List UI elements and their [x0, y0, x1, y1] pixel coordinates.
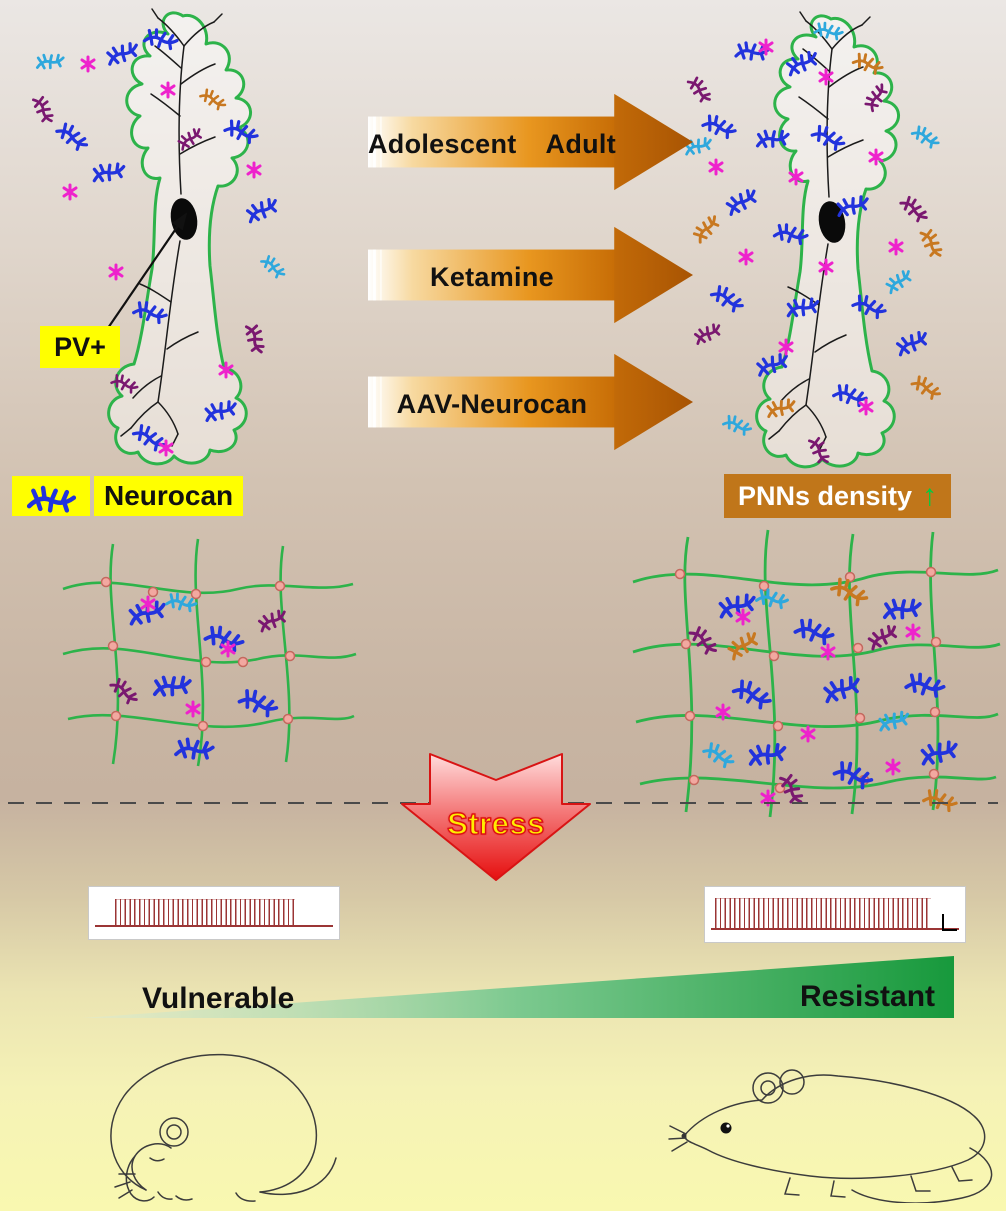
trace-baseline	[95, 925, 333, 927]
pnn-density-badge: PNNs density ↑	[724, 474, 952, 518]
resistant-label: Resistant	[800, 980, 936, 1013]
stress-label: Stress	[446, 805, 545, 841]
pv-neuron-dense-illustration	[681, 10, 947, 469]
pv-pointer-arrow	[107, 212, 188, 329]
neurocan-molecules-blue	[714, 588, 962, 792]
spike-trace-vulnerable	[88, 886, 340, 940]
pnn-density-label: PNNs density	[738, 480, 913, 511]
pv-neuron-sparse-illustration	[29, 8, 289, 466]
arrow-label-adolescent-adult: Adolescent Adult	[368, 119, 616, 169]
neurocan-molecule-icon	[12, 476, 90, 516]
label-aav-neurocan: AAV-Neurocan	[396, 388, 588, 419]
trace-baseline	[711, 928, 959, 930]
label-adolescent: Adolescent	[368, 128, 517, 159]
pv-label-text: PV+	[54, 331, 106, 362]
neurocan-legend-label: Neurocan	[94, 476, 244, 516]
neurocan-legend: Neurocan	[12, 476, 244, 516]
molecules-cyan	[700, 586, 912, 771]
pnn-mesh-sparse	[62, 538, 357, 767]
pv-label: PV+	[40, 326, 120, 368]
scale-bar-icon	[942, 914, 957, 931]
arrow-label-ketamine: Ketamine	[368, 252, 616, 302]
mesh-lines	[62, 538, 357, 767]
arrow-label-aav-neurocan: AAV-Neurocan	[368, 379, 616, 429]
up-arrow-icon: ↑	[922, 479, 938, 512]
stress-down-arrow	[401, 753, 591, 881]
pv-cell-body-and-dendrites	[120, 8, 223, 447]
resistant-mouse-illustration	[668, 1069, 993, 1203]
arrow-adolescent-to-adult	[368, 93, 693, 191]
vulnerable-label: Vulnerable	[142, 982, 295, 1015]
vulnerable-mouse-illustration	[110, 1053, 337, 1202]
arrow-ketamine	[368, 226, 693, 324]
pnn-mesh-dense	[632, 529, 1001, 818]
label-ketamine: Ketamine	[430, 261, 554, 292]
arrow-aav-neurocan	[368, 353, 693, 451]
spike-trace-resistant	[704, 886, 966, 943]
label-adult: Adult	[545, 128, 616, 159]
molecules-magenta-stars	[140, 595, 236, 718]
spike-burst	[115, 899, 295, 926]
vulnerable-resistant-gradient-wedge	[82, 956, 954, 1018]
molecules-magenta-stars	[715, 608, 921, 807]
spike-burst	[715, 898, 931, 929]
mesh-lines	[632, 529, 1001, 818]
